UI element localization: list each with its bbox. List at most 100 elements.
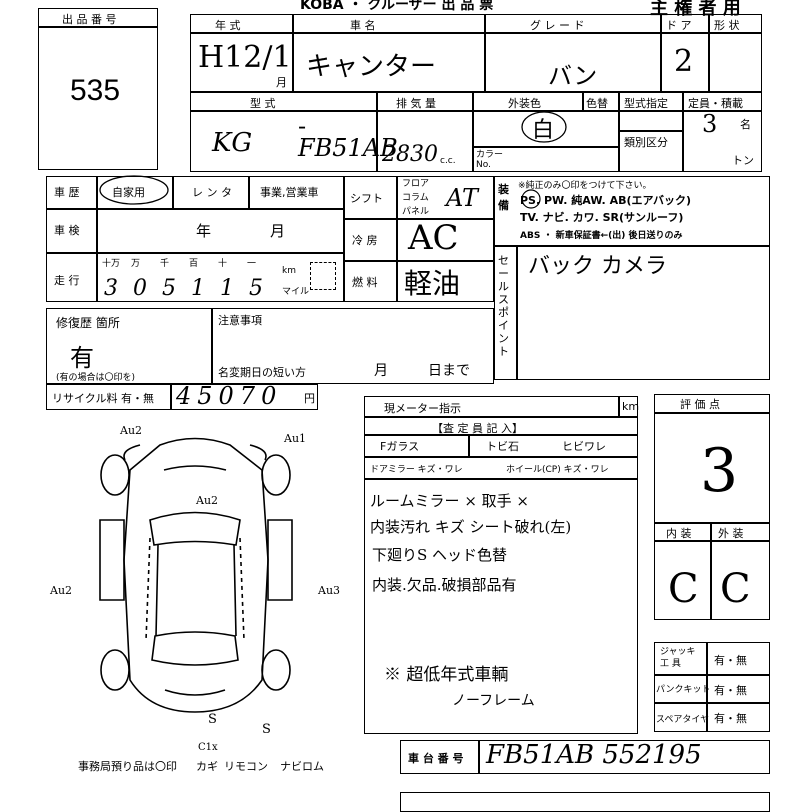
displacement-value: 2830 [382,142,438,167]
shift-value: AT [446,184,479,212]
shift-block [344,176,494,302]
deadline-label: 名変期日の短い方 [218,366,306,379]
ac-label: 冷 房 [352,234,378,247]
tool-puncture-value: 有・無 [714,684,747,697]
vehicle-info-row2 [190,92,762,172]
year-value: H12/1 [198,40,292,75]
glass-chip: トビ石 [486,440,519,453]
score-label: 評 価 点 [680,398,720,411]
windshield [149,511,241,546]
year-label: 年 式 [215,19,241,32]
shift-panel: パネル [402,207,430,217]
recycle-unit: 円 [304,392,315,405]
damage-mark-front-right: Au1 [284,432,307,445]
exterior-score: C [720,566,751,612]
car-body-outline [123,437,269,713]
history-block [46,176,344,302]
business-label: 事業,営業車 [260,186,319,199]
tool-jack-value: 有・無 [714,654,747,667]
repair-note: (有の場合は〇印を) [56,373,136,383]
capacity-value: 3 [702,110,718,138]
damage-mark-rear-left: S [208,712,217,727]
mileage-digit-label: 十万 [102,259,121,269]
mileage-digit-label: 千 [160,259,170,269]
inspection-label: 車 検 [54,224,80,237]
mileage-label: 走 行 [54,274,80,287]
damage-mark-bumper: C1x [198,742,218,753]
meter-label: 現メーター指示 [384,402,461,415]
score-value: 3 [700,436,739,506]
inspector-note-5: ※ 超低年式車輌 [384,665,509,685]
damage-mark-hood: Au2 [196,494,219,507]
exterior-label: 外 装 [718,527,744,540]
mileage-digit-label: 一 [247,259,257,269]
car-name-label: 車 名 [350,19,376,32]
color-label: 外装色 [508,97,541,110]
glass-crack: ヒビワレ [562,440,606,453]
glass-label: Fガラス [380,440,420,453]
equipment-line2: TV. ナビ. カワ. SR(サンルーフ) [520,211,684,224]
inspection-month: 月 [270,222,286,240]
repair-block [46,308,212,384]
mileage-digit: 3 [104,276,118,301]
tool-spare-value: 有・無 [714,712,747,725]
recycle-block [46,384,318,410]
cc-unit: c.c. [440,156,456,166]
interior-score: C [668,566,699,612]
equipment-label: 装 備 [498,183,509,212]
color-number-label: カラー No. [476,150,504,170]
equipment-block [494,176,770,246]
km-unit: km [282,266,296,276]
fuel-label: 燃 料 [352,276,378,289]
color-value: 白 [532,118,555,143]
form-title-partial: KOBA ・ クルーザー 出 品 票 [300,0,494,13]
inspection-year: 年 [196,222,212,240]
mile-checkbox[interactable] [310,262,336,290]
sales-point-block [494,246,770,380]
equipment-line1: PS. PW. 純AW. AB(エアバック) [520,194,692,207]
rental-label: レ ン タ [192,186,232,199]
caution-block [212,308,494,384]
model-dash: - [298,112,307,140]
sales-point-label: セールスポイント [498,254,509,358]
damage-mark-left: Au2 [50,584,73,597]
repair-value: 有 [70,344,94,372]
grade-value: バン [548,62,598,90]
chassis-block [400,740,770,774]
doors-label: ド ア [666,19,692,32]
shift-label: シフト [350,192,383,205]
rear-window [151,631,239,666]
held-items-note: 事務局預り品は〇印 [78,760,177,773]
capacity-label: 定員・積載 [688,97,743,110]
meter-unit: km [622,400,640,413]
held-remote: リモコン [224,760,268,773]
inspector-note-4: 内装.欠品.破損部品有 [372,576,517,594]
doors-value: 2 [674,44,694,79]
tool-spare-label: スペアタイヤ [656,715,710,725]
recycle-label: リサイクル料 有・無 [52,392,154,405]
color-change-label: 色替 [586,97,608,110]
damage-mark-right: Au3 [318,584,341,597]
mileage-digit-label: 十 [218,259,228,269]
inspector-note-2: 内装汚れ キズ シート破れ(左) [370,518,572,536]
lot-number: 535 [70,74,121,107]
mileage-digit-label: 万 [131,259,141,269]
tool-puncture-label: パンクキット [656,685,711,695]
car-name-value: キャンター [306,52,437,82]
inspector-note-6: ノーフレーム [452,693,535,709]
type-designation-label: 型式指定 [624,97,668,110]
ton-unit: トン [732,154,754,167]
body-label: 形 状 [714,19,740,32]
inspector-note-3: 下廻りS ヘッド色替 [372,546,508,564]
shift-floor: フロア [402,179,430,189]
caution-label: 注意事項 [218,314,262,327]
deadline-day: 日まで [428,363,470,379]
lot-number-box [38,8,158,170]
mileage-digit-label: 百 [189,259,199,269]
private-use: 自家用 [112,186,145,199]
interior-label: 内 装 [666,527,692,540]
mileage-digit: 5 [249,276,263,301]
model-label: 型 式 [250,97,276,110]
